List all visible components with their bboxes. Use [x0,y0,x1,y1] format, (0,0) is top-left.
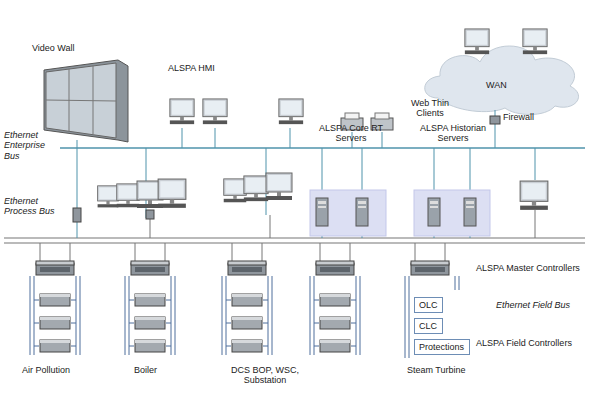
function-box: OLC [414,297,443,313]
wan-label: WAN [486,80,507,90]
function-box: Protections [414,339,470,355]
box-text: OLC [419,300,438,310]
thin-clients-label: Web Thin Clients [402,98,458,119]
box-text: CLC [419,321,437,331]
historian-servers-label: ALSPA Historian Servers [412,123,494,144]
field-bus-label: Ethernet Field Bus [496,300,570,310]
area-label: DCS BOP, WSC, Substation [222,365,308,386]
field-controllers-label: ALSPA Field Controllers [476,338,572,348]
function-box: CLC [414,318,443,334]
area-label: Boiler [134,365,157,375]
hmi-label: ALSPA HMI [168,63,215,73]
box-text: Protections [419,342,464,352]
master-controllers-label: ALSPA Master Controllers [476,263,580,273]
area-label: Air Pollution [22,365,70,375]
firewall-label: Firewall [503,112,534,122]
video-wall-label: Video Wall [32,43,75,53]
core-servers-label: ALSPA Core RT Servers [312,123,390,144]
area-label: Steam Turbine [407,365,466,375]
process-bus-label: Ethernet Process Bus [4,196,56,217]
enterprise-bus-label: Ethernet Enterprise Bus [4,130,56,161]
